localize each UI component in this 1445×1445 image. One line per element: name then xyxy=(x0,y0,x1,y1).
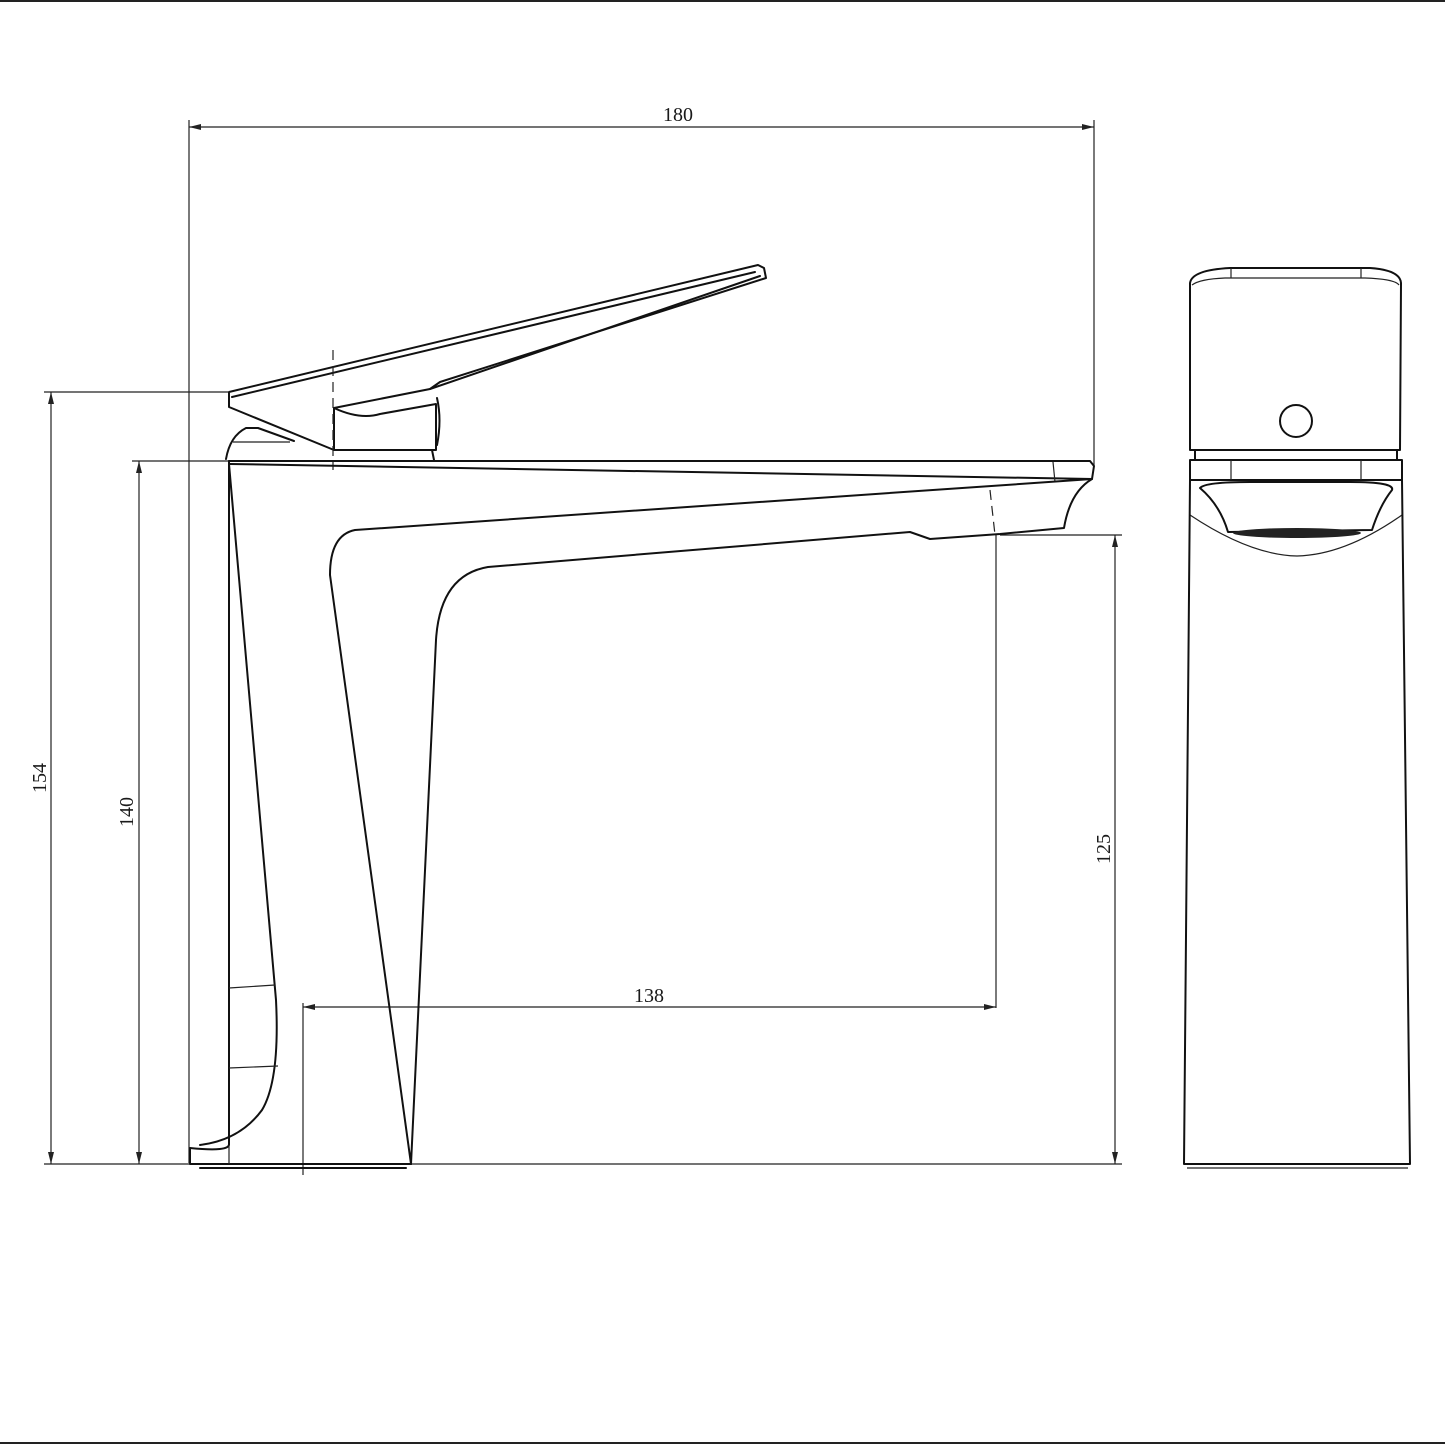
spout-inner-edge xyxy=(329,478,1093,1165)
aerator xyxy=(1233,528,1361,538)
dimension-140: 140 xyxy=(116,460,230,1164)
front-handle xyxy=(1189,267,1402,451)
handle-button-icon xyxy=(1279,404,1313,438)
body-back xyxy=(189,460,412,1165)
faucet-side-view xyxy=(189,264,1095,1169)
dimension-138: 138 xyxy=(302,535,997,1175)
dimension-154-label: 154 xyxy=(29,763,51,793)
cartridge-block xyxy=(333,403,437,451)
front-collar xyxy=(1189,459,1403,481)
dimension-154: 154 xyxy=(29,391,228,1165)
front-spout-opening xyxy=(1199,481,1394,533)
dimension-125-label: 125 xyxy=(1093,834,1115,864)
body-curve xyxy=(199,463,278,1146)
dimension-125: 125 xyxy=(410,534,1122,1165)
lever-dome xyxy=(225,427,295,460)
front-body xyxy=(1183,479,1411,1165)
dimension-180-label: 180 xyxy=(663,104,693,126)
dimension-180: 180 xyxy=(188,104,1095,1163)
spout-top xyxy=(228,460,1095,480)
spout-underside xyxy=(410,478,1093,1165)
dimension-138-label: 138 xyxy=(634,985,664,1007)
lever-handle xyxy=(228,264,767,451)
dimension-140-label: 140 xyxy=(116,797,138,827)
faucet-front-view xyxy=(1183,267,1411,1169)
